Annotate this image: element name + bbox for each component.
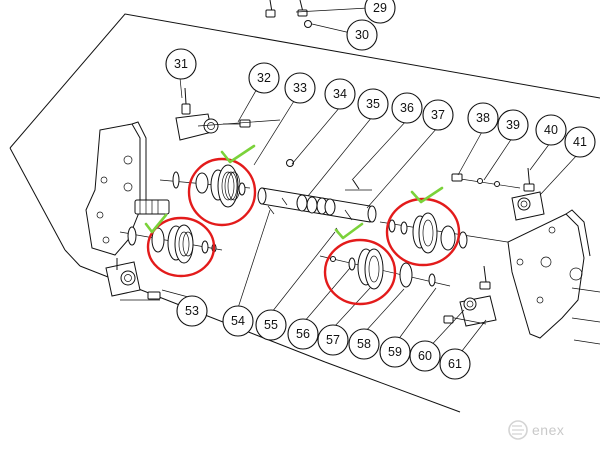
right-lower-bearing-bracket — [443, 265, 497, 327]
svg-text:60: 60 — [418, 349, 432, 363]
callout-36: 36 — [391, 92, 423, 124]
callout-59: 59 — [379, 336, 411, 368]
check-icon — [334, 222, 364, 240]
callout-41: 41 — [564, 126, 596, 158]
callout-56: 56 — [287, 318, 319, 350]
callout-34: 34 — [324, 78, 356, 110]
callout-40: 40 — [535, 114, 567, 146]
right-lower-roller-assembly — [319, 248, 451, 290]
highlight-upper-left — [187, 157, 257, 227]
check-icon — [220, 144, 256, 164]
left-lower-bearing-bracket — [105, 258, 161, 301]
callout-38: 38 — [467, 102, 499, 134]
center-shaft — [257, 159, 377, 239]
callout-30: 30 — [346, 19, 378, 51]
svg-text:55: 55 — [264, 318, 278, 332]
upper-left-roller-assembly — [159, 164, 251, 208]
callout-58: 58 — [348, 328, 380, 360]
svg-text:38: 38 — [476, 111, 490, 125]
highlight-upper-right — [385, 197, 461, 267]
callout-39: 39 — [497, 109, 529, 141]
svg-text:32: 32 — [257, 71, 271, 85]
lower-left-roller-assembly — [119, 224, 223, 264]
svg-text:61: 61 — [448, 357, 462, 371]
svg-text:37: 37 — [431, 108, 445, 122]
green-check-marks — [144, 144, 444, 240]
svg-text:58: 58 — [357, 337, 371, 351]
callout-31: 31 — [165, 48, 197, 80]
svg-text:56: 56 — [296, 327, 310, 341]
callout-33: 33 — [284, 72, 316, 104]
callout-bubbles: 29 30 31 32 33 34 35 36 37 38 39 40 41 5… — [165, 0, 596, 380]
callout-29: 29 — [364, 0, 396, 24]
callout-32: 32 — [248, 62, 280, 94]
svg-text:35: 35 — [366, 97, 380, 111]
svg-text:40: 40 — [544, 123, 558, 137]
svg-text:29: 29 — [373, 1, 387, 15]
leader-lines — [161, 77, 579, 361]
right-side-frame — [507, 209, 600, 345]
enex-watermark: enex — [508, 420, 564, 440]
svg-text:30: 30 — [355, 28, 369, 42]
red-highlight-circles — [146, 157, 461, 306]
svg-text:31: 31 — [174, 57, 188, 71]
callout-53: 53 — [176, 295, 208, 327]
svg-text:39: 39 — [506, 118, 520, 132]
svg-text:36: 36 — [400, 101, 414, 115]
top-screws — [265, 0, 369, 35]
check-icon — [144, 213, 168, 234]
svg-text:34: 34 — [333, 87, 347, 101]
callout-37: 37 — [422, 99, 454, 131]
svg-text:59: 59 — [388, 345, 402, 359]
left-upper-bearing-bracket — [175, 87, 281, 141]
callout-54: 54 — [222, 305, 254, 337]
svg-text:53: 53 — [185, 304, 199, 318]
highlight-lower-left — [146, 216, 216, 278]
callout-35: 35 — [357, 88, 389, 120]
watermark-text: enex — [532, 422, 564, 438]
highlight-lower-right — [323, 238, 397, 306]
callout-55: 55 — [255, 309, 287, 341]
check-icon — [410, 186, 444, 204]
callout-61: 61 — [439, 348, 471, 380]
callout-60: 60 — [409, 340, 441, 372]
svg-text:33: 33 — [293, 81, 307, 95]
enex-logo-icon — [508, 420, 528, 440]
right-upper-bearing-bracket — [451, 167, 545, 221]
right-upper-roller-assembly — [379, 212, 521, 254]
left-side-frame — [85, 121, 170, 256]
svg-text:57: 57 — [326, 333, 340, 347]
callout-57: 57 — [317, 324, 349, 356]
svg-text:54: 54 — [231, 314, 245, 328]
svg-text:41: 41 — [573, 135, 587, 149]
